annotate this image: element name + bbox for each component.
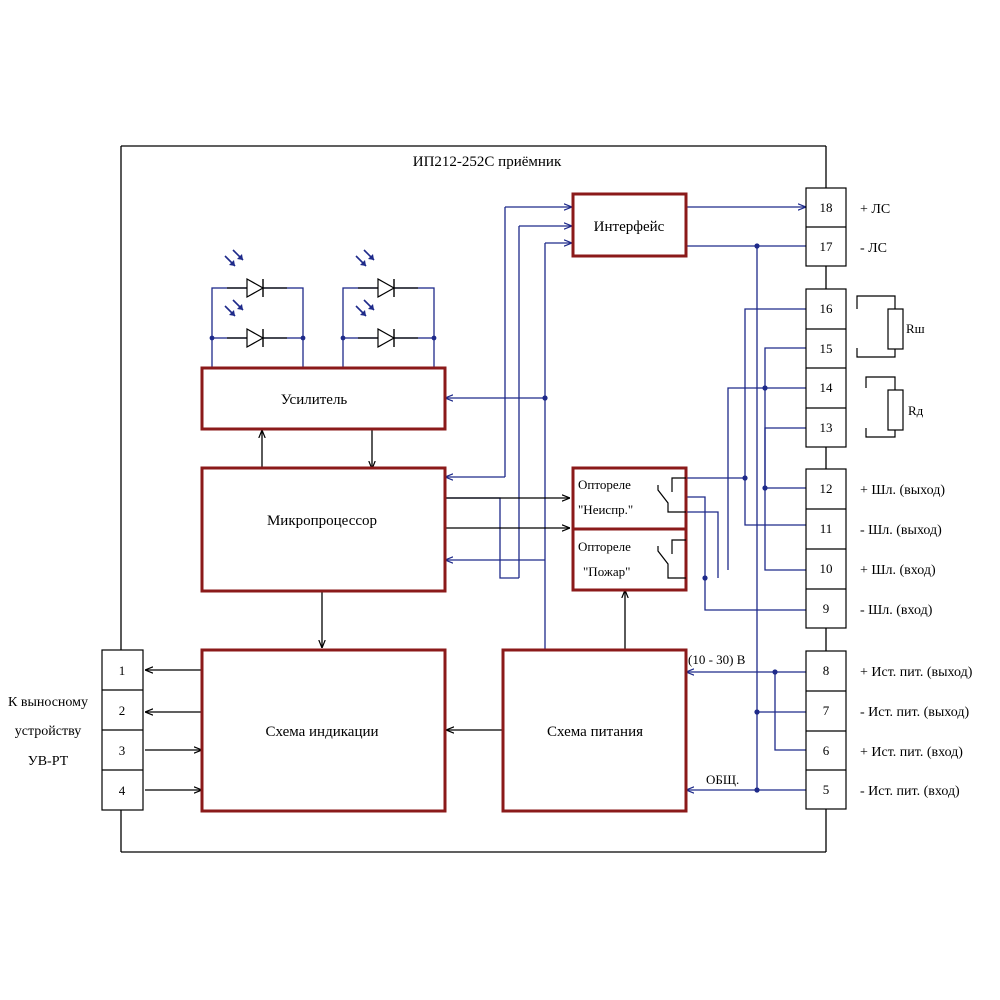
terminal-number: 4 [119, 783, 126, 798]
relay-fault-label-2: "Неиспр." [578, 502, 633, 517]
power-label: Схема питания [547, 724, 643, 740]
supply-voltage-label: (10 - 30) В [688, 652, 746, 667]
indication-block [200, 648, 447, 813]
right-terminal-strip: 18 + ЛС 17 - ЛС 16 15 14 13 12 + Шл. (выход) 11 - Ш… [805, 187, 973, 810]
terminal-number: 3 [119, 743, 126, 758]
wiring [445, 207, 806, 790]
terminal-label: + Ист. пит. (вход) [860, 745, 963, 760]
microprocessor-label: Микропроцессор [267, 513, 377, 529]
shunt-resistor [856, 295, 904, 358]
terminal-label: - Ист. пит. (выход) [860, 705, 969, 720]
signal-arrows [145, 430, 625, 790]
amplifier-label: Усилитель [281, 392, 348, 408]
junction-dot [340, 335, 346, 341]
terminal-number: 7 [823, 703, 830, 718]
photodiode-group-right [342, 287, 435, 367]
receiver-title: ИП212-252С приёмник [413, 154, 562, 170]
terminal-group [805, 650, 847, 810]
remote-device-caption-1: К выносному [8, 695, 88, 710]
terminal-label: + ЛС [860, 202, 890, 217]
indication-label: Схема индикации [265, 724, 378, 740]
amplifier-block [200, 366, 447, 431]
common-label: ОБЩ. [706, 772, 739, 787]
junction-dot [300, 335, 306, 341]
terminal-number: 6 [823, 743, 830, 758]
junction-dot [431, 335, 437, 341]
relay-contacts [657, 477, 686, 579]
remote-device-caption-2: устройству [15, 724, 81, 739]
terminal-number: 8 [823, 663, 830, 678]
terminal-number: 16 [820, 301, 834, 316]
junction-dots [542, 243, 778, 793]
terminal-number: 17 [820, 239, 834, 254]
terminal-label: - ЛС [860, 241, 887, 256]
interface-label: Интерфейс [594, 219, 665, 235]
photodiode-group-left [211, 287, 304, 367]
photodiode-icon [355, 249, 418, 299]
photodiodes [209, 249, 437, 349]
interface-block [571, 192, 688, 258]
terminal-number: 2 [119, 703, 126, 718]
relay-fire-block [571, 527, 688, 592]
terminal-label: + Шл. (вход) [860, 563, 936, 578]
terminal-number: 15 [820, 341, 833, 356]
terminal-number: 14 [820, 380, 834, 395]
terminal-number: 1 [119, 663, 126, 678]
terminal-label: + Шл. (выход) [860, 483, 945, 498]
terminal-number: 10 [820, 561, 833, 576]
terminal-number: 13 [820, 420, 833, 435]
photodiode-icon [224, 249, 287, 299]
terminal-label: - Ист. пит. (вход) [860, 784, 960, 799]
terminal-number: 5 [823, 782, 830, 797]
junction-dot [209, 335, 215, 341]
terminal-number: 18 [820, 200, 833, 215]
extra-resistor [865, 376, 904, 438]
terminal-number: 9 [823, 601, 830, 616]
terminal-number: 11 [820, 521, 833, 536]
terminal-label: + Ист. пит. (выход) [860, 665, 973, 680]
relay-fire-label-1: Оптореле [578, 539, 631, 554]
terminal-label: - Шл. (выход) [860, 523, 942, 538]
terminal-label: - Шл. (вход) [860, 603, 933, 618]
photodiode-icon [224, 299, 287, 349]
extra-resistor-label: Rд [908, 403, 924, 418]
left-terminal-strip: 1 2 3 4 [101, 649, 144, 811]
power-block [501, 648, 688, 813]
shunt-resistor-label: Rш [906, 321, 925, 336]
terminal-number: 12 [820, 481, 833, 496]
remote-device-caption-3: УВ-РТ [28, 754, 69, 769]
microprocessor-block [200, 466, 447, 593]
relay-fire-label-2: "Пожар" [583, 564, 630, 579]
relay-fault-label-1: Оптореле [578, 477, 631, 492]
photodiode-icon [355, 299, 418, 349]
